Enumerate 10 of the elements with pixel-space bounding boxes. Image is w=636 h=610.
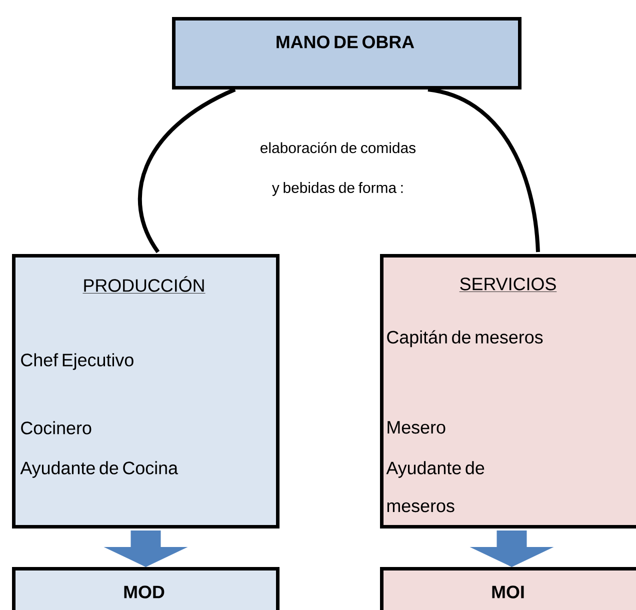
block-arrow xyxy=(470,530,554,567)
connector-curve xyxy=(428,88,540,252)
note-text: elaboración de comidas y bebidas de forma : xyxy=(260,142,416,196)
block-arrow xyxy=(104,530,188,567)
role-box: MOI xyxy=(380,567,636,610)
role-box: MOD xyxy=(12,567,280,610)
role-box: SERVICIOS Capitán de meseros Mesero Ayudante de meseros xyxy=(380,254,636,528)
title-box: MANO DE OBRA xyxy=(172,17,522,90)
role-box: PRODUCCIÓN Chef Ejecutivo Cocinero Ayudante de Cocina xyxy=(12,254,280,528)
connector-curve xyxy=(138,88,236,254)
